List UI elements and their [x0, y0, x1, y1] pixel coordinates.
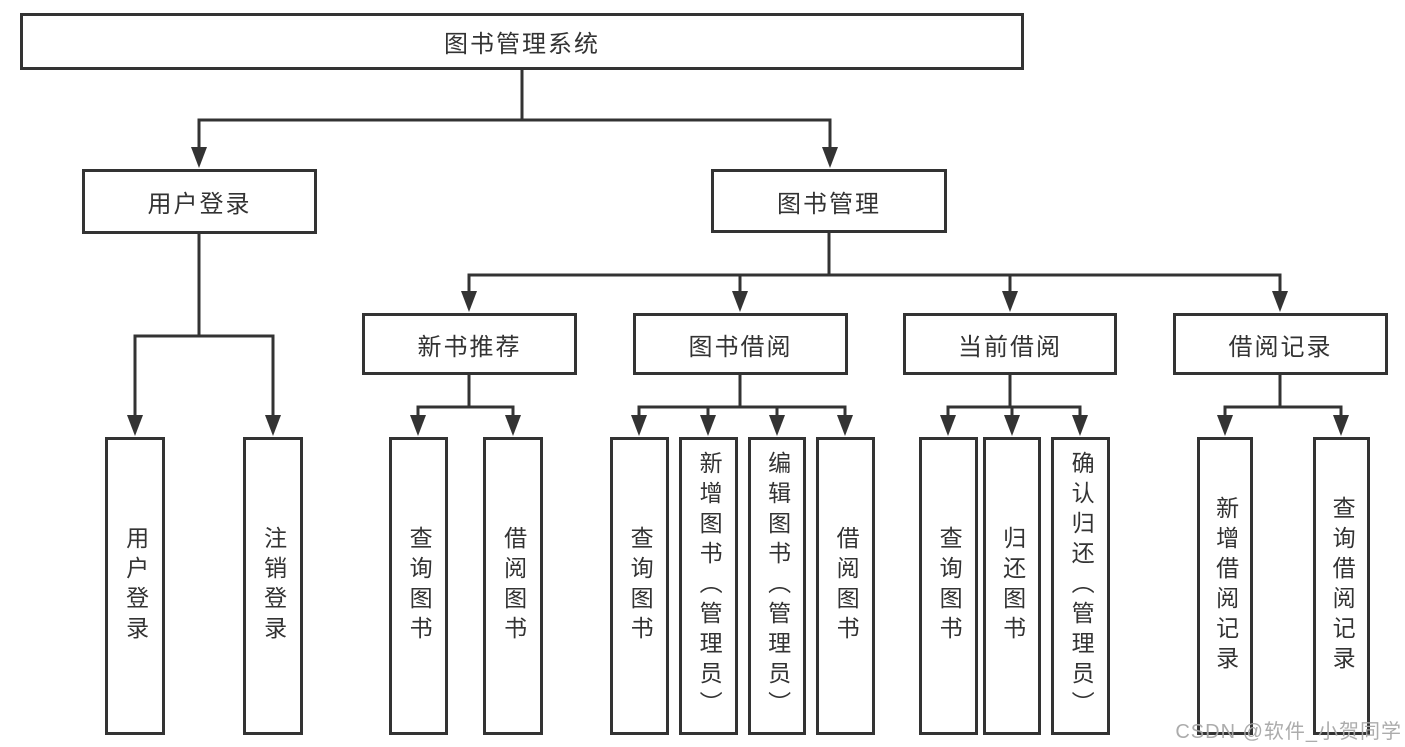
leaf-label: 新增借阅记录 [1212, 496, 1239, 676]
leaf-label: 查询图书 [627, 526, 654, 646]
wire-level2-bar [197, 118, 832, 151]
wire-records-bar [1223, 405, 1343, 418]
arrow-down-icon [822, 147, 838, 168]
leaf-query-books-borrowing: 查询图书 [610, 437, 669, 735]
wire-borrowing-bar [637, 405, 847, 418]
arrow-down-icon [1333, 415, 1349, 436]
node-label: 当前借阅 [958, 333, 1062, 361]
leaf-label: 新增图书（管理员） [696, 451, 723, 721]
arrow-down-icon [191, 147, 207, 168]
leaf-label: 归还图书 [999, 526, 1026, 646]
node-root-system: 图书管理系统 [20, 13, 1024, 70]
wire-current-bar [946, 405, 1082, 418]
csdn-watermark: CSDN @软件_小贺同学 [1175, 721, 1402, 743]
node-user-login-branch: 用户登录 [82, 169, 317, 234]
tree-wires [133, 66, 1343, 418]
leaf-query-books-current: 查询图书 [919, 437, 978, 735]
leaf-edit-books-admin: 编辑图书（管理员） [748, 437, 806, 735]
arrow-down-icon [837, 415, 853, 436]
arrow-down-icon [769, 415, 785, 436]
node-root-label: 图书管理系统 [444, 31, 600, 58]
node-new-book-recommendation: 新书推荐 [362, 313, 577, 375]
wire-userlogin-bar [133, 334, 275, 418]
leaf-label: 查询借阅记录 [1329, 496, 1356, 676]
node-book-management-branch: 图书管理 [711, 169, 947, 233]
arrow-down-icon [1004, 415, 1020, 436]
leaf-add-borrow-record: 新增借阅记录 [1197, 437, 1253, 735]
arrow-down-icon [1217, 415, 1233, 436]
arrow-down-icon [1272, 291, 1288, 312]
leaf-query-borrow-record: 查询借阅记录 [1313, 437, 1370, 735]
arrow-down-icons [127, 147, 1349, 436]
arrow-down-icon [1002, 291, 1018, 312]
leaf-label: 编辑图书（管理员） [764, 451, 791, 721]
leaf-return-books: 归还图书 [983, 437, 1041, 735]
arrow-down-icon [265, 415, 281, 436]
leaf-borrow-books-borrowing: 借阅图书 [816, 437, 875, 735]
node-label: 借阅记录 [1228, 333, 1333, 361]
leaf-logout: 注销登录 [243, 437, 303, 735]
leaf-confirm-return-admin: 确认归还（管理员） [1051, 437, 1110, 735]
arrow-down-icon [127, 415, 143, 436]
leaf-label: 借阅图书 [833, 526, 860, 646]
arrow-down-icon [410, 415, 426, 436]
leaf-label: 查询图书 [406, 526, 433, 646]
leaf-label: 确认归还（管理员） [1068, 451, 1095, 721]
leaf-add-books-admin: 新增图书（管理员） [679, 437, 738, 735]
node-label: 图书管理 [777, 190, 881, 218]
wire-level3-bar [467, 273, 1282, 295]
node-label: 新书推荐 [417, 333, 522, 361]
leaf-user-login: 用户登录 [105, 437, 165, 735]
leaf-label: 用户登录 [122, 526, 149, 646]
arrow-down-icon [1072, 415, 1088, 436]
arrow-down-icon [700, 415, 716, 436]
arrow-down-icon [505, 415, 521, 436]
node-current-borrowing: 当前借阅 [903, 313, 1117, 375]
node-label: 用户登录 [147, 191, 252, 218]
leaf-label: 查询图书 [936, 526, 963, 646]
arrow-down-icon [631, 415, 647, 436]
node-label: 图书借阅 [688, 333, 793, 361]
node-book-borrowing: 图书借阅 [633, 313, 848, 375]
node-borrowing-records: 借阅记录 [1173, 313, 1388, 375]
leaf-borrow-books-recommend: 借阅图书 [483, 437, 543, 735]
arrow-down-icon [461, 291, 477, 312]
arrow-down-icon [732, 291, 748, 312]
leaf-label: 借阅图书 [500, 526, 527, 646]
wire-recommend-bar [416, 405, 515, 418]
leaf-query-books-recommend: 查询图书 [389, 437, 448, 735]
arrow-down-icon [940, 415, 956, 436]
leaf-label: 注销登录 [260, 526, 287, 646]
